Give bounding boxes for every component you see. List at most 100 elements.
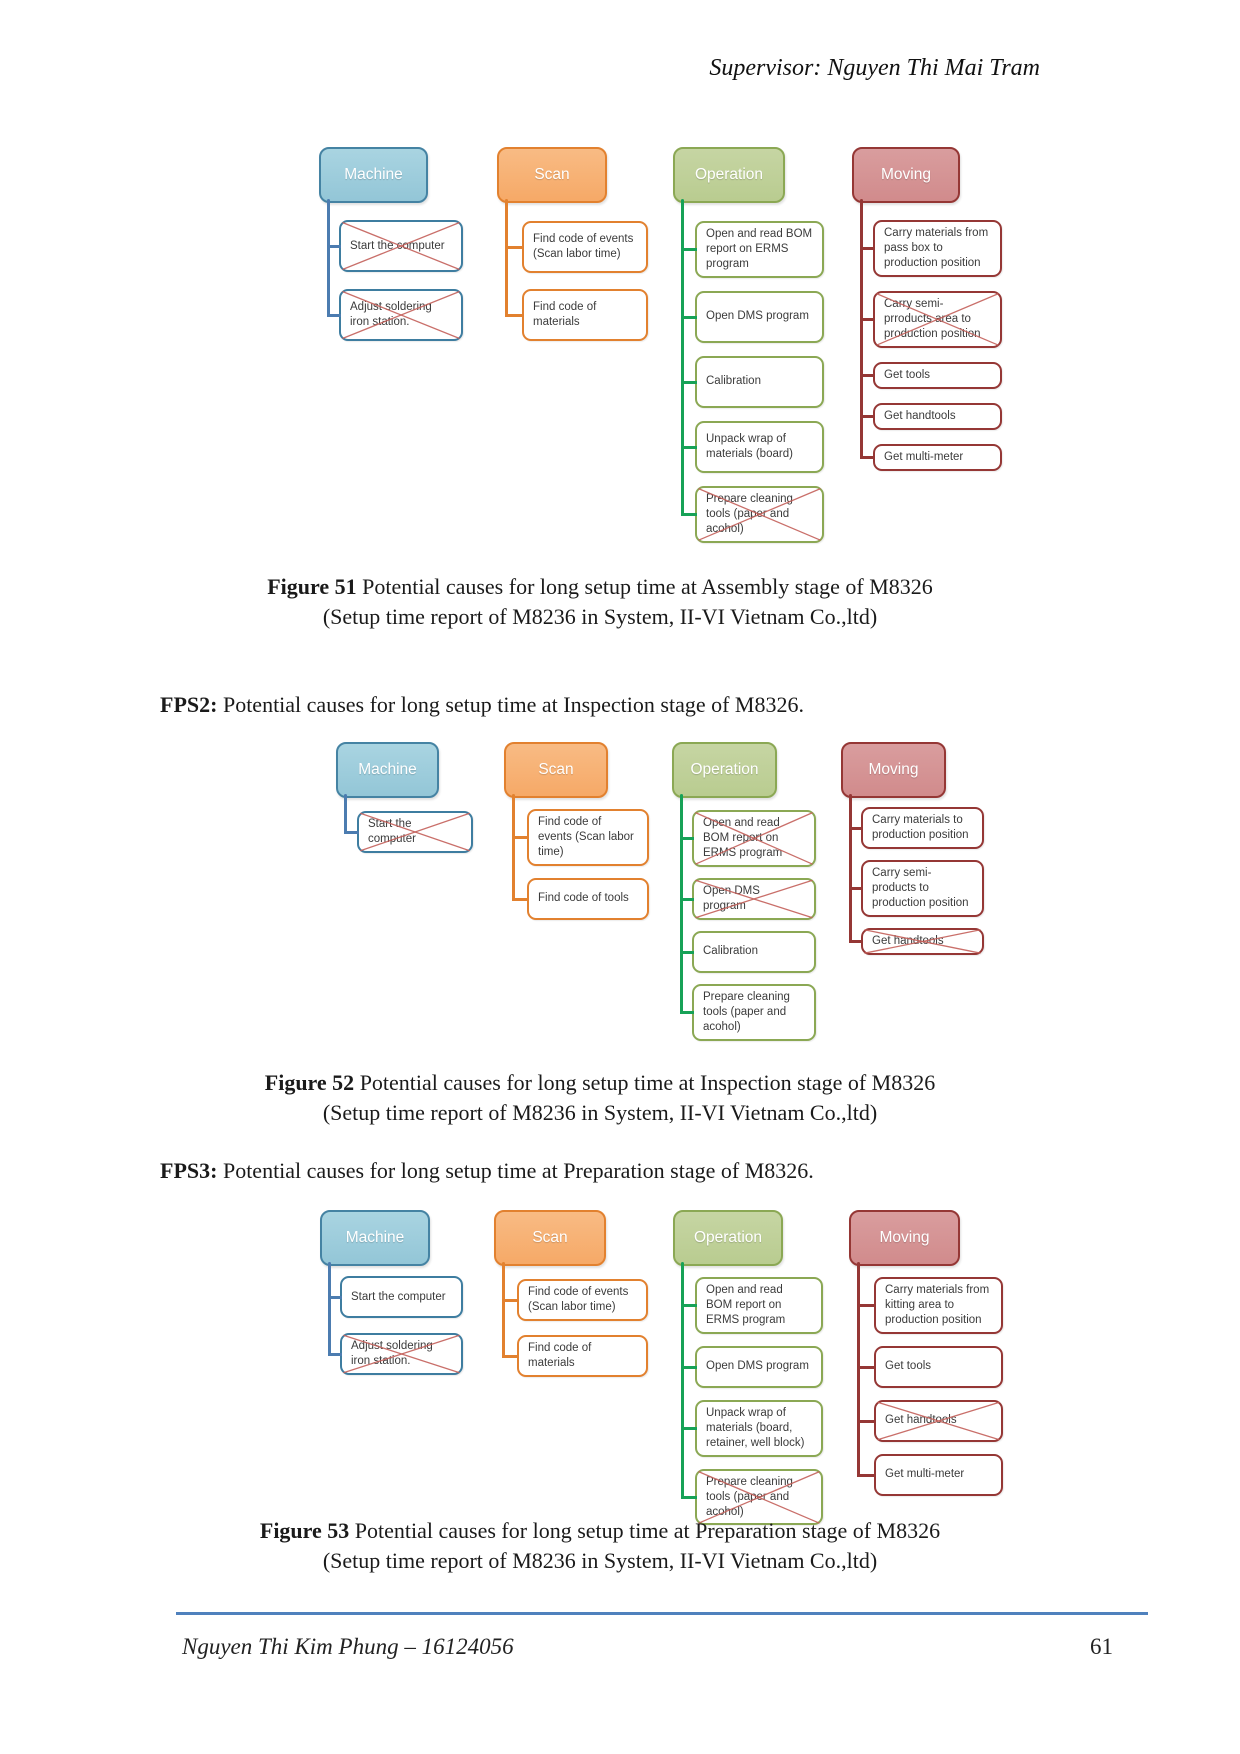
cause-box: Open and read BOM report on ERMS program — [681, 1277, 823, 1334]
cause-box: Prepare cleaning tools (paper and acohol… — [681, 1468, 823, 1526]
figure-title: Potential causes for long setup time at … — [349, 1518, 941, 1543]
figure-title: Potential causes for long setup time at … — [354, 1070, 936, 1095]
column-machine: Machine Start the computer Adjust solder… — [320, 1210, 463, 1375]
column-header-machine: Machine — [336, 742, 439, 798]
cause-label: Carry semi-prroducts area to production … — [884, 297, 981, 340]
cause-label: Get handtools — [872, 934, 944, 947]
cause-box: Calibration — [680, 930, 816, 973]
cause-label: Carry materials from pass box to product… — [884, 227, 989, 269]
cause-label: Find code of materials — [528, 1342, 592, 1369]
column-items: Carry materials from pass box to product… — [860, 199, 1002, 471]
figure-label: Figure 51 — [267, 574, 357, 599]
cause-label: Prepare cleaning tools (paper and acohol… — [703, 990, 790, 1033]
figure-52-caption: Figure 52 Potential causes for long setu… — [150, 1068, 1050, 1128]
cause-label: Get multi-meter — [885, 1468, 965, 1481]
cause-label: Adjust soldering iron station. — [351, 1340, 433, 1367]
column-items: Carry materials from kitting area to pro… — [857, 1262, 1003, 1496]
cause-label: Carry materials from kitting area to pro… — [885, 1284, 990, 1326]
cause-label: Get multi-meter — [884, 450, 964, 463]
column-header-operation: Operation — [672, 742, 777, 798]
cause-label: Carry semi-products to production positi… — [872, 867, 969, 909]
cause-box: Get tools — [857, 1345, 1003, 1388]
figure-subtitle: (Setup time report of M8236 in System, I… — [322, 1100, 878, 1125]
cause-label: Find code of events (Scan labor time) — [528, 1286, 629, 1313]
column-moving: Moving Carry materials to production pos… — [841, 742, 984, 955]
cause-label: Start the computer — [368, 818, 416, 845]
cause-box: Open DMS program — [680, 877, 816, 920]
figure-51-caption: Figure 51 Potential causes for long setu… — [150, 572, 1050, 632]
cause-box: Start the computer — [344, 811, 473, 853]
column-header-moving: Moving — [841, 742, 946, 798]
fps3-text: Potential causes for long setup time at … — [217, 1158, 814, 1183]
cause-box: Adjust soldering iron station. — [328, 1333, 463, 1375]
cause-label: Prepare cleaning tools (paper and acohol… — [706, 492, 793, 535]
cause-box: Start the computer — [327, 220, 463, 272]
cause-label: Get tools — [884, 368, 931, 381]
cause-box: Calibration — [681, 355, 824, 408]
cause-box: Open DMS program — [681, 1345, 823, 1388]
column-operation: Operation Open and read BOM report on ER… — [673, 147, 824, 543]
column-header-moving: Moving — [852, 147, 960, 203]
cause-label: Start the computer — [350, 239, 445, 252]
cause-label: Adjust soldering iron station. — [350, 301, 432, 328]
cause-label: Find code of materials — [533, 301, 597, 328]
cause-box: Find code of materials — [505, 289, 648, 341]
cause-box: Carry semi-prroducts area to production … — [860, 290, 1002, 348]
cause-label: Find code of events (Scan labor time) — [538, 816, 634, 858]
cause-box: Find code of tools — [512, 877, 649, 920]
column-operation: Operation Open and read BOM report on ER… — [673, 1210, 823, 1526]
column-moving: Moving Carry materials from pass box to … — [852, 147, 1002, 471]
figure-subtitle: (Setup time report of M8236 in System, I… — [322, 1548, 878, 1573]
caption-line1: Figure 51 Potential causes for long setu… — [267, 574, 933, 599]
column-items: Find code of events (Scan labor time) Fi… — [512, 794, 649, 920]
cause-box: Start the computer — [328, 1276, 463, 1318]
cause-box: Get handtools — [857, 1399, 1003, 1442]
cause-label: Open DMS program — [706, 1360, 809, 1373]
cause-box: Carry materials from pass box to product… — [860, 220, 1002, 277]
cause-box: Get tools — [860, 361, 1002, 389]
column-header-scan: Scan — [494, 1210, 606, 1266]
cause-label: Open DMS program — [703, 884, 760, 912]
column-moving: Moving Carry materials from kitting area… — [849, 1210, 1003, 1496]
cause-box: Unpack wrap of materials (board) — [681, 420, 824, 473]
caption-line1: Figure 53 Potential causes for long setu… — [260, 1518, 940, 1543]
column-header-operation: Operation — [673, 1210, 783, 1266]
column-scan: Scan Find code of events (Scan labor tim… — [494, 1210, 648, 1377]
cause-label: Open and read BOM report on ERMS program — [703, 817, 783, 859]
column-header-machine: Machine — [319, 147, 428, 203]
cause-label: Calibration — [706, 375, 761, 388]
page-header-supervisor: Supervisor: Nguyen Thi Mai Tram — [709, 55, 1040, 81]
column-items: Start the computer Adjust soldering iron… — [328, 1262, 463, 1375]
column-items: Start the computer Adjust soldering iron… — [327, 199, 463, 341]
column-machine: Machine Start the computer Adjust solder… — [319, 147, 463, 341]
cause-label: Find code of events (Scan labor time) — [533, 233, 634, 260]
cause-label: Open and read BOM report on ERMS program — [706, 228, 813, 270]
cause-label: Open DMS program — [706, 310, 809, 323]
cause-box: Find code of events (Scan labor time) — [502, 1279, 648, 1321]
cause-box: Get handtools — [849, 927, 984, 955]
cause-label: Prepare cleaning tools (paper and acohol… — [706, 1475, 793, 1518]
cause-label: Start the computer — [351, 1290, 446, 1303]
column-header-scan: Scan — [504, 742, 608, 798]
cause-box: Find code of events (Scan labor time) — [505, 221, 648, 273]
cause-box: Unpack wrap of materials (board, retaine… — [681, 1399, 823, 1457]
figure-subtitle: (Setup time report of M8236 in System, I… — [322, 604, 878, 629]
cause-box: Get handtools — [860, 402, 1002, 430]
cause-label: Get handtools — [885, 1414, 957, 1427]
footer-divider — [176, 1612, 1148, 1615]
fps2-label: FPS2: — [160, 692, 218, 717]
caption-line1: Figure 52 Potential causes for long setu… — [265, 1070, 935, 1095]
column-machine: Machine Start the computer — [336, 742, 473, 853]
cause-box: Adjust soldering iron station. — [327, 289, 463, 341]
cause-box: Find code of materials — [502, 1335, 648, 1377]
column-items: Find code of events (Scan labor time) Fi… — [502, 1262, 648, 1377]
column-header-machine: Machine — [320, 1210, 430, 1266]
fps3-heading: FPS3: Potential causes for long setup ti… — [160, 1158, 1040, 1184]
column-items: Start the computer — [344, 794, 473, 853]
column-items: Find code of events (Scan labor time) Fi… — [505, 199, 648, 341]
cause-box: Find code of events (Scan labor time) — [512, 809, 649, 866]
column-header-scan: Scan — [497, 147, 607, 203]
cause-label: Carry materials to production position — [872, 814, 969, 841]
cause-box: Open DMS program — [681, 290, 824, 343]
